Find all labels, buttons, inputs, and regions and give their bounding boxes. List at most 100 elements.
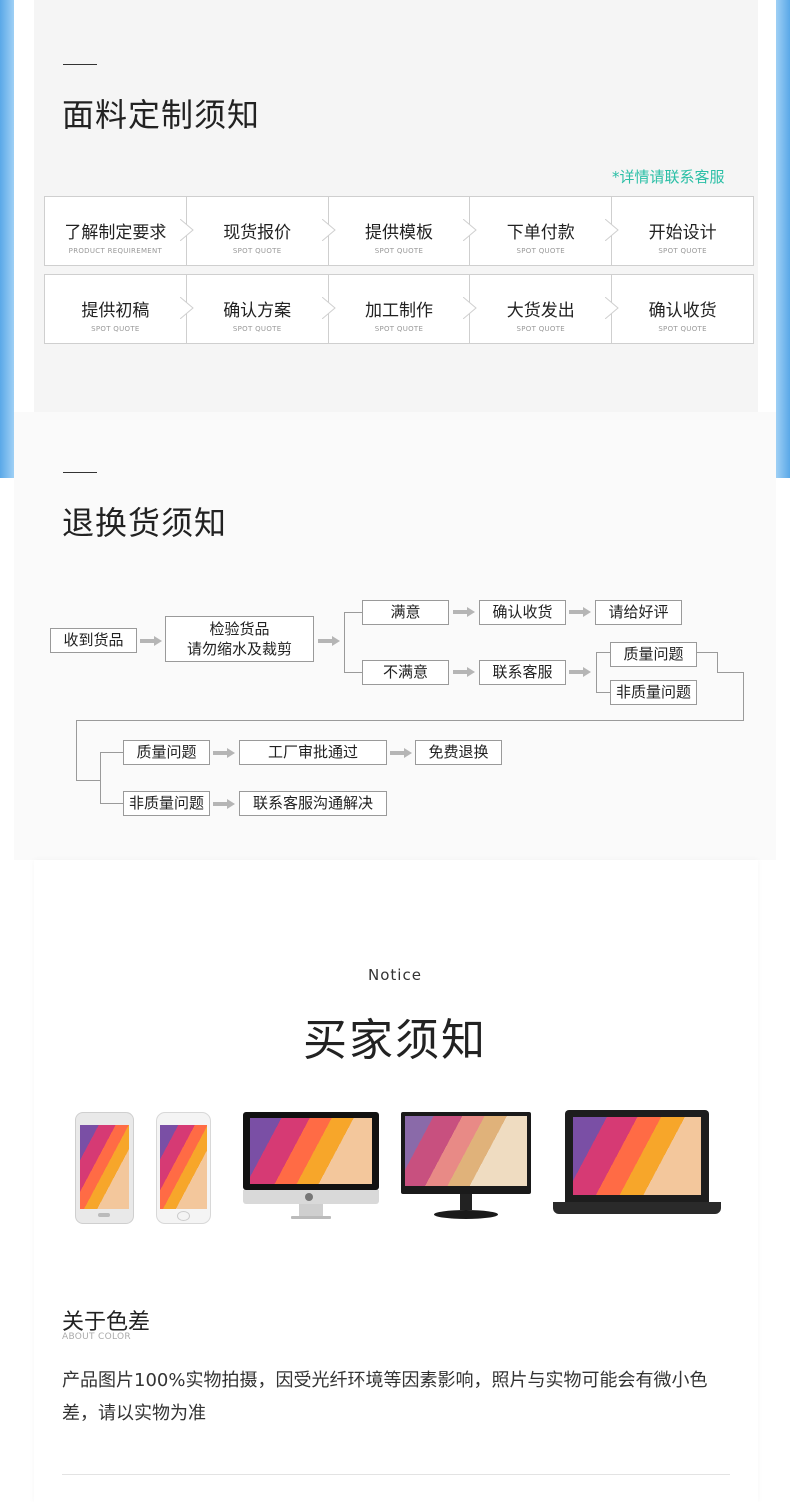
notice-label: Notice xyxy=(368,966,422,984)
process-step: 下单付款 SPOT QUOTE xyxy=(470,197,619,265)
return-exchange-section xyxy=(14,412,776,860)
monitor-icon xyxy=(401,1112,531,1222)
connector-line xyxy=(596,652,610,653)
connector-line xyxy=(100,752,101,804)
step-label: 提供模板 xyxy=(364,223,433,243)
step-label: 确认收货 xyxy=(648,301,717,321)
step-sublabel: SPOT QUOTE xyxy=(516,325,566,333)
process-step: 提供模板 SPOT QUOTE xyxy=(329,197,478,265)
flow-confirm-receipt: 确认收货 xyxy=(479,600,566,625)
process-step: 确认收货 SPOT QUOTE xyxy=(612,275,753,343)
chevron-right-icon xyxy=(463,297,478,319)
step-label: 现货报价 xyxy=(223,223,292,243)
color-difference-subtitle: ABOUT COLOR xyxy=(62,1332,131,1342)
flow-contact-resolve: 联系客服沟通解决 xyxy=(239,791,387,816)
step-sublabel: SPOT QUOTE xyxy=(232,325,282,333)
step-sublabel: SPOT QUOTE xyxy=(658,325,707,333)
flow-inspect-line2: 请勿缩水及裁剪 xyxy=(186,640,292,658)
arrow-right-icon xyxy=(453,667,475,677)
connector-line xyxy=(717,652,718,672)
step-sublabel: PRODUCT REQUIREMENT xyxy=(68,247,163,255)
flow-quality-issue-2: 质量问题 xyxy=(123,740,210,765)
arrow-right-icon xyxy=(569,607,591,617)
phone-icon xyxy=(75,1112,134,1224)
connector-line xyxy=(743,672,744,720)
step-label: 确认方案 xyxy=(223,301,292,321)
connector-line xyxy=(344,612,362,613)
step-label: 加工制作 xyxy=(364,301,433,321)
bottom-divider xyxy=(62,1474,730,1475)
contact-note: *详情请联系客服 xyxy=(612,168,725,186)
connector-line xyxy=(697,652,717,653)
flow-satisfied: 满意 xyxy=(362,600,449,625)
step-label: 提供初稿 xyxy=(81,301,150,321)
step-sublabel: SPOT QUOTE xyxy=(232,247,282,255)
connector-line xyxy=(100,752,123,753)
color-difference-text: 产品图片100%实物拍摄，因受光纤环境等因素影响，照片与实物可能会有微小色差，请… xyxy=(62,1370,708,1424)
section-title: 面料定制须知 xyxy=(62,96,261,134)
flow-unsatisfied: 不满意 xyxy=(362,660,449,685)
step-label: 下单付款 xyxy=(506,223,575,243)
arrow-right-icon xyxy=(213,748,235,758)
process-step: 加工制作 SPOT QUOTE xyxy=(329,275,478,343)
color-difference-title: 关于色差 xyxy=(62,1310,151,1335)
step-sublabel: SPOT QUOTE xyxy=(516,247,566,255)
connector-line xyxy=(344,672,362,673)
step-sublabel: SPOT QUOTE xyxy=(374,247,424,255)
arrow-right-icon xyxy=(213,799,235,809)
flow-quality-issue: 质量问题 xyxy=(610,642,697,667)
flow-good-review: 请给好评 xyxy=(595,600,682,625)
buyer-notice-title: 买家须知 xyxy=(303,1015,487,1066)
chevron-right-icon xyxy=(321,219,336,241)
flow-contact-cs: 联系客服 xyxy=(479,660,566,685)
process-step: 开始设计 SPOT QUOTE xyxy=(612,197,753,265)
flow-factory-approval: 工厂审批通过 xyxy=(239,740,387,765)
flow-free-return: 免费退换 xyxy=(415,740,502,765)
arrow-right-icon xyxy=(140,636,162,646)
arrow-right-icon xyxy=(318,636,340,646)
imac-monitor-icon xyxy=(243,1112,379,1220)
connector-line xyxy=(76,720,744,721)
connector-line xyxy=(596,692,610,693)
process-step: 现货报价 SPOT QUOTE xyxy=(187,197,336,265)
process-step: 确认方案 SPOT QUOTE xyxy=(187,275,336,343)
step-sublabel: SPOT QUOTE xyxy=(91,325,140,333)
step-sublabel: SPOT QUOTE xyxy=(658,247,707,255)
connector-line xyxy=(76,780,100,781)
connector-line xyxy=(717,672,743,673)
flow-receive: 收到货品 xyxy=(50,628,137,653)
process-step: 大货发出 SPOT QUOTE xyxy=(470,275,619,343)
right-edge-strip xyxy=(776,0,790,478)
flow-inspect: 检验货品 请勿缩水及裁剪 xyxy=(165,616,314,662)
laptop-icon xyxy=(553,1110,721,1218)
chevron-right-icon xyxy=(179,297,194,319)
flow-inspect-line1: 检验货品 xyxy=(209,620,270,638)
chevron-right-icon xyxy=(321,297,336,319)
section-title: 退换货须知 xyxy=(62,504,228,542)
chevron-right-icon xyxy=(605,219,619,241)
phone-icon xyxy=(156,1112,211,1224)
chevron-right-icon xyxy=(605,297,619,319)
chevron-right-icon xyxy=(463,219,478,241)
chevron-right-icon xyxy=(179,219,194,241)
process-step: 了解制定要求 PRODUCT REQUIREMENT xyxy=(45,197,194,265)
step-label: 了解制定要求 xyxy=(64,223,167,243)
process-step: 提供初稿 SPOT QUOTE xyxy=(45,275,194,343)
arrow-right-icon xyxy=(453,607,475,617)
left-edge-strip xyxy=(0,0,14,478)
flow-non-quality-issue: 非质量问题 xyxy=(610,680,697,705)
step-label: 大货发出 xyxy=(506,301,575,321)
arrow-right-icon xyxy=(390,748,412,758)
flow-non-quality-issue-2: 非质量问题 xyxy=(123,791,210,816)
connector-line xyxy=(596,652,597,692)
title-rule xyxy=(63,64,97,65)
step-sublabel: SPOT QUOTE xyxy=(374,325,424,333)
connector-line xyxy=(76,720,77,780)
connector-line xyxy=(100,803,123,804)
arrow-right-icon xyxy=(569,667,591,677)
step-label: 开始设计 xyxy=(648,223,717,243)
connector-line xyxy=(344,612,345,673)
title-rule xyxy=(63,472,97,473)
process-row-2: 提供初稿 SPOT QUOTE 确认方案 SPOT QUOTE 加工制作 SPOT QUO… xyxy=(44,274,754,344)
